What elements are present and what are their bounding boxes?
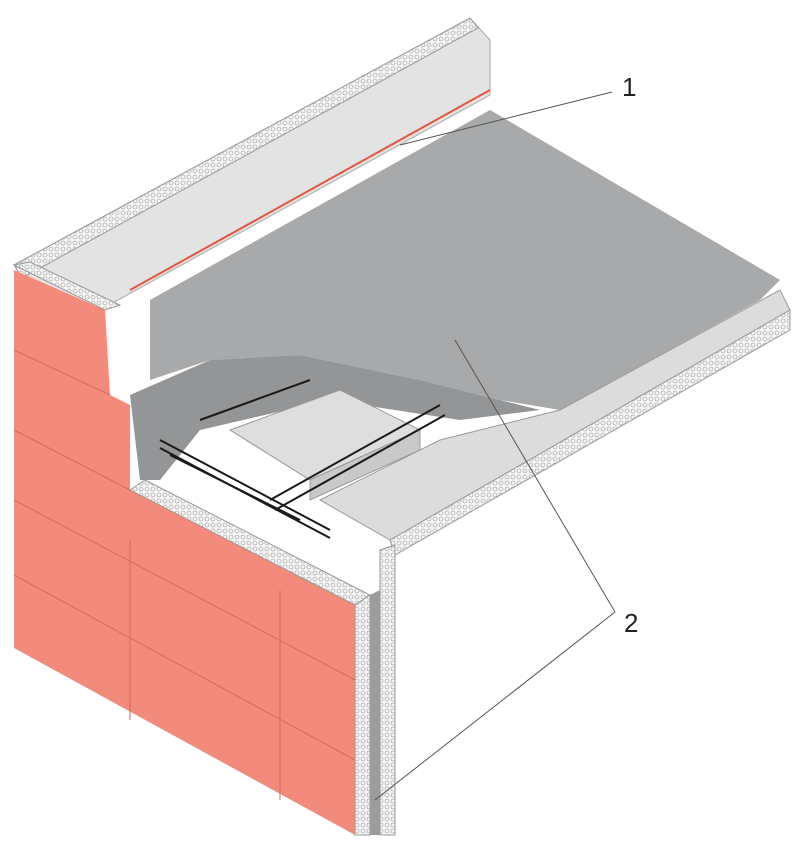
wall-insulation-edge: [354, 594, 371, 836]
brick-wall-face: [14, 270, 355, 835]
rebar: [159, 379, 446, 539]
concrete-edge-spill: [130, 355, 540, 480]
leader-lines: [374, 91, 616, 801]
callout-1: 1: [622, 72, 637, 102]
inner-insulation: [379, 544, 396, 836]
wall-insulation-top: [12, 261, 122, 311]
concrete-slab: [150, 110, 780, 410]
red-stripe: [129, 89, 491, 291]
callout-2: 2: [624, 608, 639, 638]
brick-joints: [13, 349, 356, 800]
inner-wall-layer: [370, 590, 380, 835]
